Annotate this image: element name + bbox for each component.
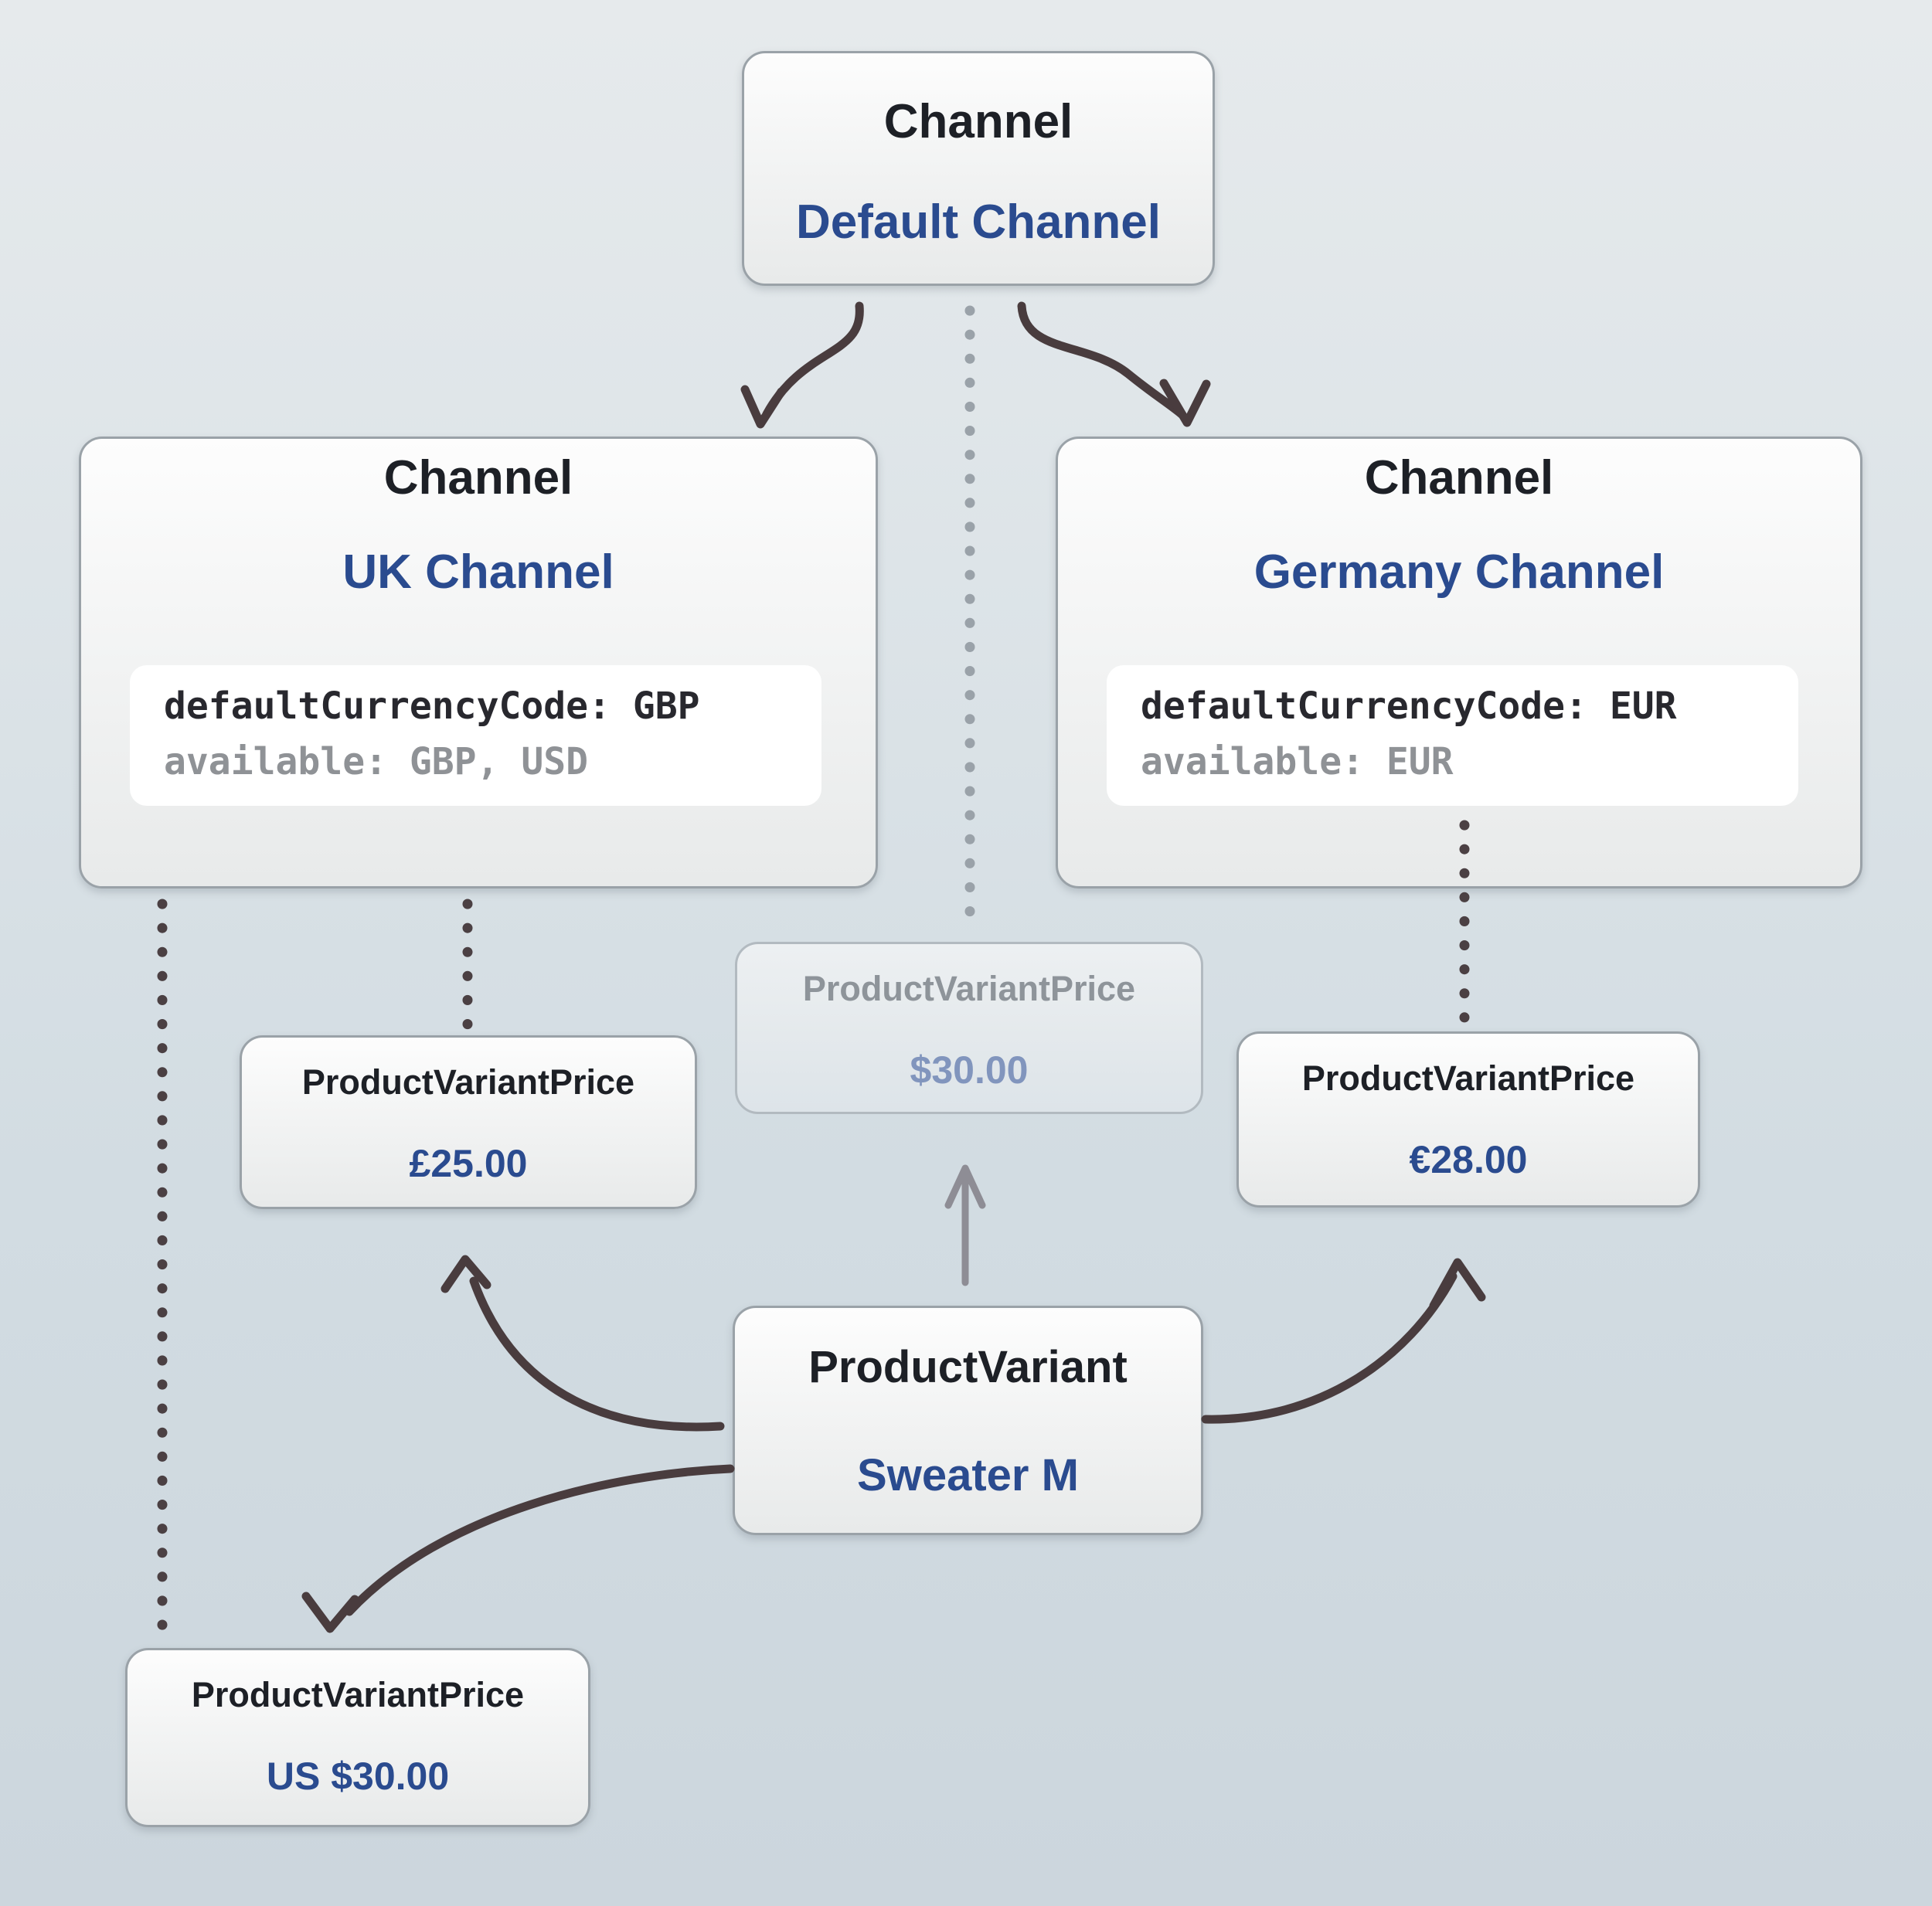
arrow-variant-to-gbp-price <box>440 1255 725 1432</box>
currency-code-panel: defaultCurrencyCode: EUR available: EUR <box>1107 665 1798 806</box>
price-value: €28.00 <box>1409 1138 1528 1181</box>
entity-instance-name: Germany Channel <box>1253 545 1665 599</box>
entity-instance-name: Default Channel <box>796 195 1161 249</box>
arrowhead <box>301 1592 359 1633</box>
arrow-variant-to-default-price <box>944 1164 986 1286</box>
arrow-default-to-uk <box>740 301 864 429</box>
code-line-available: available: GBP, USD <box>164 740 589 783</box>
node-channel-uk: Channel UK Channel defaultCurrencyCode: … <box>79 437 878 888</box>
node-price-eur: ProductVariantPrice €28.00 <box>1236 1031 1700 1208</box>
arrowhead <box>440 1255 492 1293</box>
node-price-gbp: ProductVariantPrice £25.00 <box>240 1035 697 1209</box>
arrowhead <box>740 385 786 429</box>
node-price-usd: ProductVariantPrice US $30.00 <box>125 1648 590 1827</box>
price-value: US $30.00 <box>266 1755 450 1798</box>
code-line-default-currency: defaultCurrencyCode: GBP <box>164 685 700 728</box>
node-channel-default: Channel Default Channel <box>742 51 1215 286</box>
price-value: $30.00 <box>910 1048 1029 1092</box>
entity-type-label: ProductVariantPrice <box>1301 1058 1635 1098</box>
entity-type-label: ProductVariantPrice <box>191 1675 525 1714</box>
arrow-default-to-germany <box>1017 301 1211 427</box>
node-price-default-faded: ProductVariantPrice $30.00 <box>735 942 1203 1114</box>
code-line-default-currency: defaultCurrencyCode: EUR <box>1141 685 1677 728</box>
entity-type-label: ProductVariantPrice <box>301 1062 635 1102</box>
code-line-available: available: EUR <box>1141 740 1454 783</box>
entity-type-label: Channel <box>883 95 1073 148</box>
entity-type-label: Channel <box>1364 451 1554 505</box>
entity-instance-name: Sweater M <box>857 1450 1079 1500</box>
arrow-variant-to-eur-price <box>1201 1258 1486 1424</box>
node-channel-germany: Channel Germany Channel defaultCurrencyC… <box>1056 437 1862 888</box>
entity-type-label: Channel <box>383 451 573 505</box>
currency-code-panel: defaultCurrencyCode: GBP available: GBP,… <box>130 665 821 806</box>
entity-instance-name: UK Channel <box>342 545 614 599</box>
arrowhead <box>1159 379 1211 427</box>
arrowhead <box>944 1164 986 1209</box>
entity-type-label: ProductVariantPrice <box>802 969 1136 1008</box>
arrowhead <box>1429 1258 1486 1310</box>
entity-type-label: ProductVariant <box>808 1342 1128 1392</box>
price-value: £25.00 <box>409 1142 528 1185</box>
node-product-variant: ProductVariant Sweater M <box>733 1306 1203 1535</box>
arrow-variant-to-usd-price <box>301 1464 735 1633</box>
